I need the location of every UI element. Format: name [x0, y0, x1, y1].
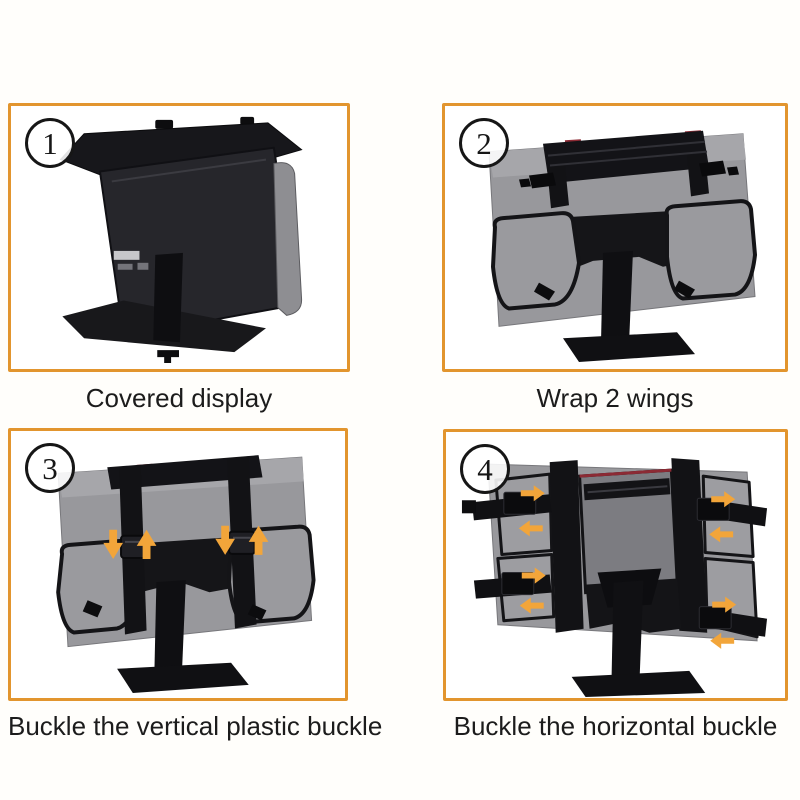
right-plastic-buckle-icon [228, 530, 256, 555]
step4-photo [461, 458, 768, 697]
step2-number-badge: 2 [459, 118, 509, 168]
right-arrow-icon [712, 596, 737, 613]
right-arrow-icon [521, 567, 546, 584]
step3-caption: Buckle the vertical plastic buckle [8, 711, 383, 741]
wing-clips [534, 280, 695, 301]
monitor-stand-column [611, 580, 644, 683]
top-strap-band [543, 130, 709, 184]
step1-photo [59, 116, 303, 364]
step1-number: 1 [42, 125, 58, 161]
step4-panel: 4 [443, 429, 788, 701]
step3-number: 3 [42, 450, 58, 486]
step3-panel: 3 [8, 428, 348, 701]
right-buckle-icon [699, 160, 739, 177]
step4-number-badge: 4 [460, 444, 510, 494]
monitor-stand-base [563, 332, 695, 363]
right-wing-pocket [664, 199, 757, 301]
down-arrow-icon [103, 529, 123, 559]
red-stitch-line [579, 468, 672, 478]
up-arrow-icon [248, 525, 269, 555]
step2-panel: 2 [442, 103, 788, 372]
step1-caption: Covered display [85, 383, 273, 413]
up-arrow-icon [136, 529, 157, 559]
loose-clips [82, 600, 267, 621]
cover-bottom-clip-icon [157, 350, 179, 364]
monitor-top-highlight [111, 158, 267, 183]
step3-photo [56, 455, 316, 693]
cover-top-clips-icon [155, 116, 255, 129]
left-wing-pocket [491, 211, 581, 311]
monitor-ports [113, 250, 149, 270]
step4-number: 4 [477, 451, 493, 487]
top-strap-band [107, 455, 263, 490]
right-arrow-icon [520, 485, 545, 502]
left-buckle-icon [519, 172, 556, 189]
strap-stitches [547, 140, 708, 167]
step2-caption: Wrap 2 wings [536, 383, 694, 413]
down-arrow-icon [215, 525, 235, 555]
step4-caption: Buckle the horizontal buckle [453, 711, 778, 741]
left-arrow-icon [518, 520, 543, 537]
left-arrow-icon [519, 597, 544, 614]
step3-number-badge: 3 [25, 443, 75, 493]
monitor-stand-column [153, 252, 183, 343]
step1-panel: 1 [8, 103, 350, 372]
horizontal-buckle-icons [501, 491, 732, 630]
step2-photo [488, 130, 757, 363]
monitor-stand-base [571, 670, 706, 697]
monitor-stand-base [117, 662, 249, 693]
zipper-line [587, 485, 668, 494]
step1-number-badge: 1 [25, 118, 75, 168]
right-arrow-icon [711, 491, 736, 508]
step2-number: 2 [476, 125, 492, 161]
monitor-stand-column [154, 580, 186, 673]
left-arrow-icon [710, 632, 735, 649]
left-arrow-icon [709, 526, 734, 543]
side-pad-gray [273, 162, 303, 316]
left-vertical-strap [549, 460, 584, 633]
monitor-stand-column [601, 250, 633, 345]
